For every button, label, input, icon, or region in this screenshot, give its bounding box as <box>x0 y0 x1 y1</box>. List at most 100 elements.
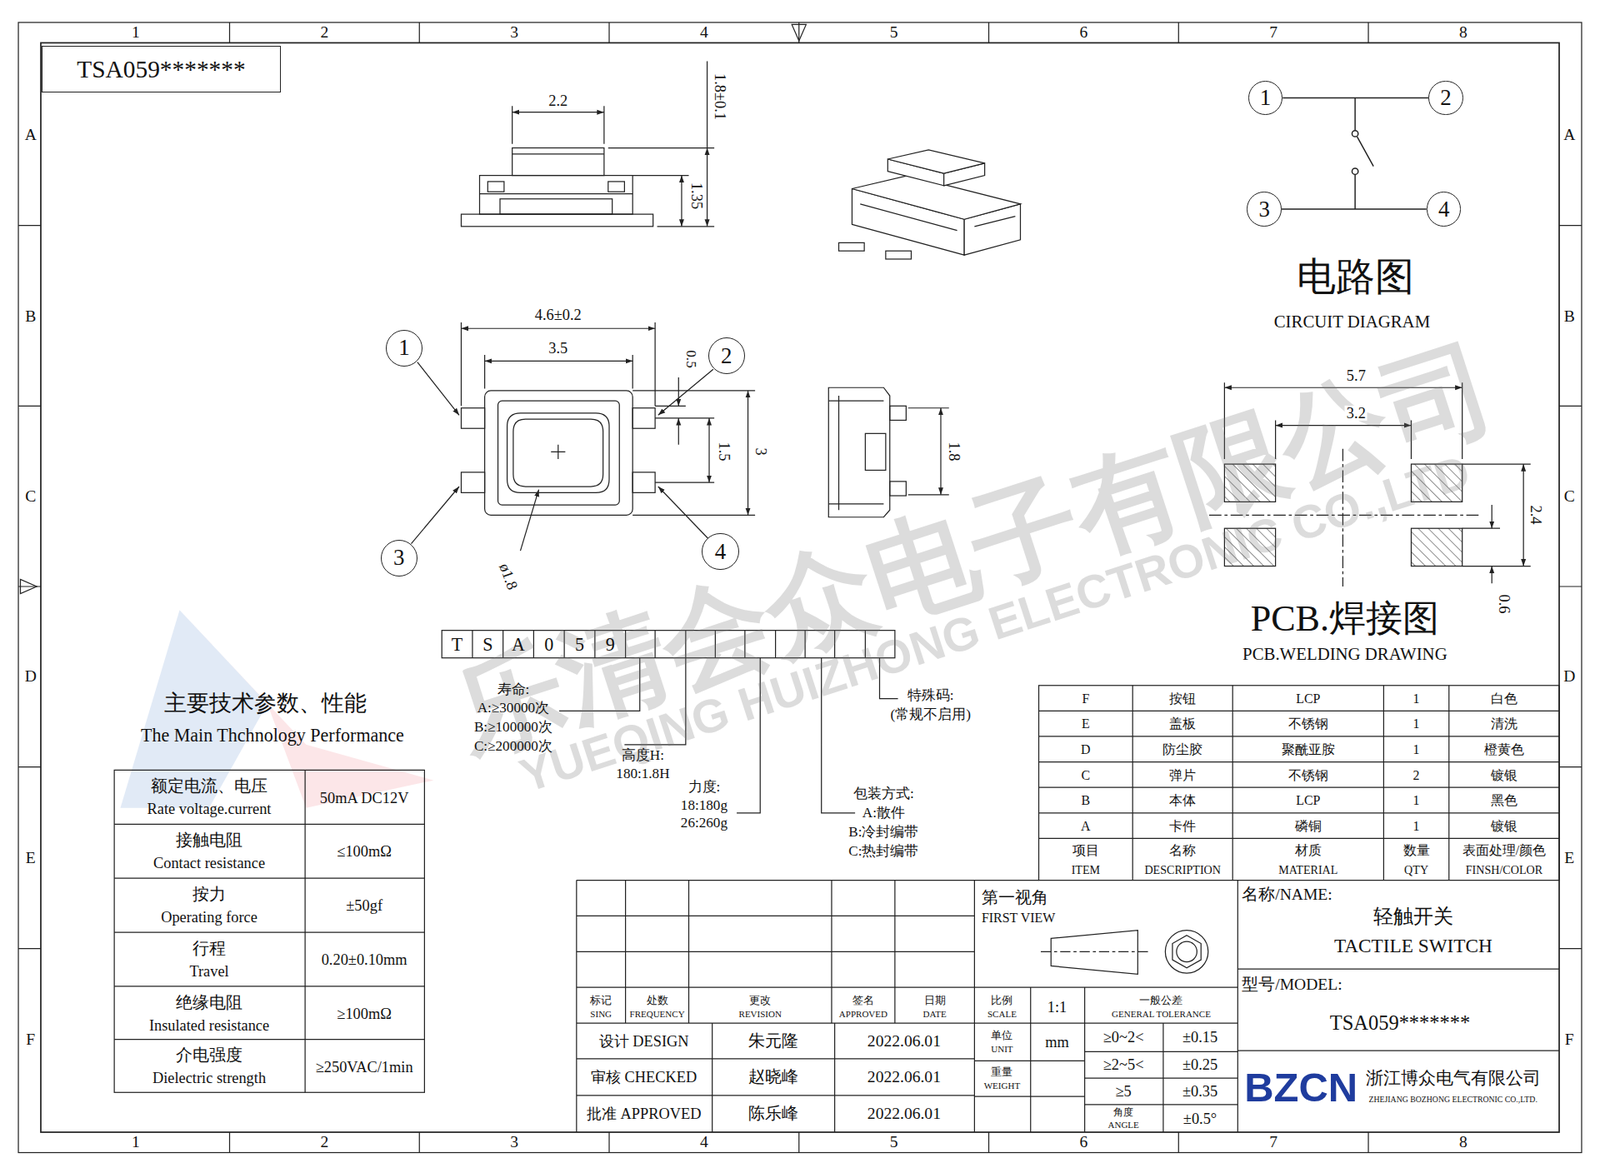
option-note: 包装方式: <box>853 786 915 801</box>
pin-number: 2 <box>1428 80 1464 116</box>
isometric-view-part <box>885 250 912 260</box>
section-title: 电路图 <box>1296 258 1415 298</box>
table-cell: Travel <box>189 964 229 980</box>
performance-table-part <box>114 770 425 1093</box>
front-view-part <box>632 408 655 429</box>
dimension: 3.2 <box>1345 405 1368 421</box>
tolerance-cell: ±0.5° <box>1183 1111 1217 1127</box>
table-cell: C <box>1081 769 1091 783</box>
front-view-part <box>708 418 710 483</box>
grid-reference: C <box>25 489 36 506</box>
bom-table <box>1039 685 1560 881</box>
title-block-text: SING <box>590 1010 612 1020</box>
circuit-symbol-part <box>1351 130 1358 137</box>
title-block-part <box>1165 930 1208 974</box>
table-cell: 1 <box>1413 692 1420 706</box>
option-note: 18:180g <box>680 799 728 814</box>
option-note: C:热封编带 <box>848 845 919 860</box>
sheet-frame-part <box>18 22 1582 1154</box>
bom-table-part <box>1039 685 1560 881</box>
table-cell: Insulated resistance <box>149 1017 270 1033</box>
table-cell: A <box>1080 820 1091 834</box>
front-view-part <box>513 419 604 487</box>
grid-reference: 5 <box>890 24 899 41</box>
callout-number-text: 1 <box>398 336 410 360</box>
table-cell: 按钮 <box>1169 692 1196 706</box>
table-cell: 弹片 <box>1169 769 1196 783</box>
circuit-wire <box>1282 97 1429 100</box>
title-block-text: 单位 <box>990 1030 1013 1041</box>
front-view-part <box>678 377 680 406</box>
top-view-part <box>480 193 634 195</box>
table-cell: 2 <box>1413 769 1420 783</box>
front-view-part <box>520 490 539 551</box>
title-block-text: 赵晓峰 <box>748 1069 799 1086</box>
table-cell: Contact resistance <box>153 855 265 871</box>
grid-reference: C <box>1564 489 1575 506</box>
tolerance-cell: ±0.35 <box>1182 1084 1218 1100</box>
dimension: 4.6±0.2 <box>533 307 584 323</box>
tolerance-cell: ≥0~2< <box>1103 1030 1145 1045</box>
front-view-part <box>460 408 485 429</box>
pin-number-text: 3 <box>1258 198 1270 221</box>
grid-reference: 4 <box>700 24 709 41</box>
front-view-part <box>498 400 620 505</box>
table-cell: 聚酰亚胺 <box>1281 743 1335 757</box>
grid-reference: 5 <box>890 1135 899 1152</box>
option-note: C:≥200000次 <box>474 740 553 755</box>
tolerance-cell: ±0.15 <box>1182 1030 1218 1045</box>
front-view-part <box>460 328 655 330</box>
title-block-text: 轻触开关 <box>1373 905 1454 926</box>
isometric-view <box>839 150 1021 260</box>
dimension: 2.4 <box>1528 504 1544 527</box>
title-block-text: 2022.06.01 <box>867 1069 941 1086</box>
code-letter: 0 <box>544 635 554 655</box>
grid-reference: 1 <box>131 24 140 41</box>
title-block-text: APPROVED <box>839 1010 888 1020</box>
dimension: 0.5 <box>683 348 698 370</box>
callout-number-text: 3 <box>393 546 405 570</box>
sheet-frame <box>18 22 1582 1154</box>
dimension: 1.8 <box>946 440 962 464</box>
table-cell: 名称 <box>1169 844 1196 858</box>
table-cell: 镀银 <box>1490 769 1518 783</box>
table-cell: 本体 <box>1169 794 1196 808</box>
side-view-part <box>828 387 890 517</box>
title-block <box>576 880 1560 1133</box>
pcb-footprint-part-part <box>1523 464 1525 566</box>
table-cell: ITEM <box>1071 864 1100 876</box>
dimension: 1.35 <box>689 180 705 211</box>
title-block-text: 比例 <box>990 995 1013 1006</box>
side-view-part <box>890 481 907 496</box>
section-title: 主要技术参数、性能 <box>164 691 367 715</box>
watermark: 乐清会众电子有限公司 <box>442 332 1506 770</box>
title-block-part <box>1172 935 1201 969</box>
pcb-footprint-part-part <box>1491 566 1493 585</box>
table-cell: Rate voltage.current <box>147 801 272 817</box>
tolerance-cell: ANGLE <box>1107 1120 1139 1130</box>
table-cell: F <box>1081 692 1090 706</box>
top-view-part <box>460 214 653 227</box>
dimension: 3 <box>753 446 769 458</box>
title-block-text: TACTILE SWITCH <box>1334 937 1493 957</box>
side-view-part <box>908 408 950 495</box>
sheet-frame-part <box>40 42 1560 1133</box>
pin-number: 3 <box>1246 191 1282 227</box>
table-cell: 镀银 <box>1490 820 1518 834</box>
code-letter: A <box>511 635 525 655</box>
section-subtitle: PCB.WELDING DRAWING <box>1242 645 1448 663</box>
side-view-part <box>940 408 941 495</box>
grid-reference: 3 <box>510 24 519 41</box>
grid-reference: E <box>25 850 36 867</box>
table-cell: 不锈钢 <box>1288 717 1329 731</box>
dimension: 0.6 <box>1496 592 1512 615</box>
table-cell: 行程 <box>192 940 226 958</box>
title-block-text: FREQUENCY <box>630 1010 685 1020</box>
top-view-part <box>500 199 613 215</box>
grid-reference: B <box>25 308 36 325</box>
grid-reference: 2 <box>320 24 329 41</box>
side-view-part <box>828 395 884 510</box>
title-box: TSA059******* <box>41 45 281 93</box>
front-view-part <box>550 445 565 460</box>
front-view-part <box>747 390 749 515</box>
